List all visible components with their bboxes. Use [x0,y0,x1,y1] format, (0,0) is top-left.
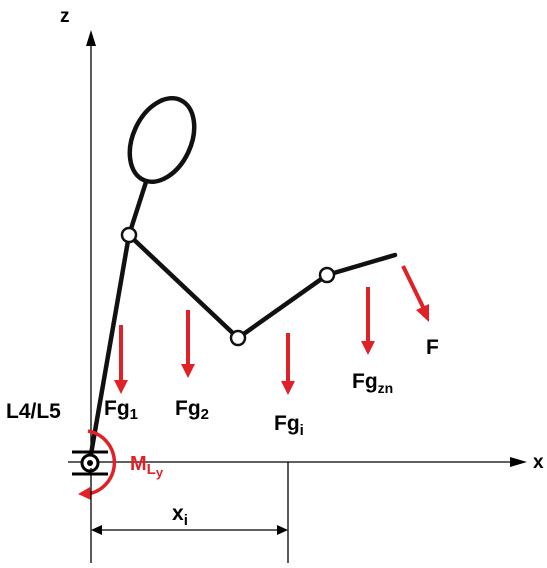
moment-arc [78,429,117,500]
wrist-joint [318,266,336,284]
head [127,96,197,184]
force-arrow-fg2 [181,310,195,378]
force-arrow-fgzn [361,287,375,355]
forearm-segment [235,272,330,341]
force-label-fgi: Fgi [274,412,304,439]
body-figure [87,179,398,463]
force-label-fg2: Fg2 [175,397,209,423]
z-axis [86,30,96,468]
force-label-f: F [426,336,439,359]
trunk-segment [87,232,132,463]
neck-segment [126,179,149,238]
force-arrow-f [401,265,429,322]
joint-label: L4/L5 [6,400,61,423]
upper-arm-segment [126,232,241,341]
force-label-fgzn: Fgzn [352,370,393,396]
moment-label: MLy [130,453,164,480]
force-arrow-fg1 [114,325,128,394]
shoulder-joint [120,226,138,244]
dimension-label-xi: xi [172,502,188,529]
x-axis [68,457,527,467]
pivot-joint [72,450,108,476]
hand-segment [324,252,398,278]
z-axis-label: z [60,6,70,27]
force-arrow-fgi [281,333,295,395]
force-label-fg1: Fg1 [104,397,138,423]
dimension-xi [90,462,289,563]
x-axis-label: x [533,452,544,473]
elbow-joint [229,329,247,347]
